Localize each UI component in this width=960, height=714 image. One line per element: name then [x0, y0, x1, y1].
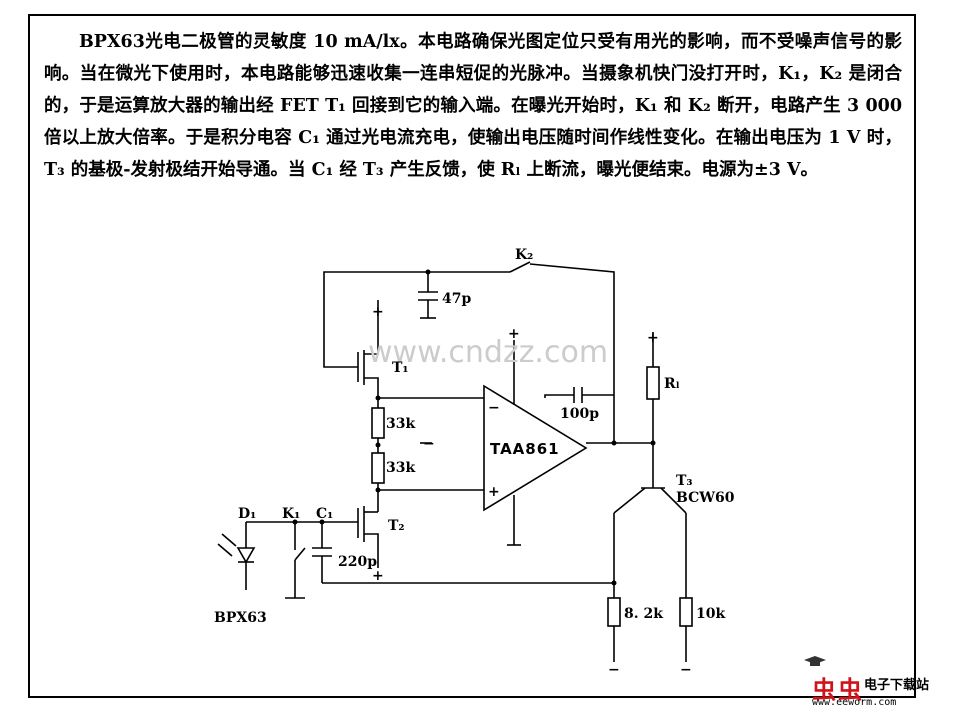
label-t1: T₁ — [392, 360, 409, 376]
graduation-cap-icon — [804, 656, 826, 666]
label-cap-47p: 47p — [442, 291, 471, 307]
description-paragraph: BPX63光电二极管的灵敏度 10 mA/lx。本电路确保光图定位只受有用光的影… — [44, 32, 902, 180]
label-r-8k2: 8. 2k — [624, 606, 663, 622]
amp-inverting-input: − — [488, 400, 500, 416]
label-r1: 33k — [386, 416, 415, 432]
label-t3-part: BCW60 — [676, 490, 735, 506]
supply-plus-amp: + — [508, 326, 520, 342]
label-cap-220p: 220p — [338, 554, 377, 570]
logo-url: www.eeworm.com — [812, 697, 897, 708]
label-c1: C₁ — [316, 506, 333, 522]
supply-plus-rl: + — [647, 330, 659, 346]
supply-minus-8k2: − — [608, 662, 620, 678]
label-r2: 33k — [386, 460, 415, 476]
logo-subtitle: 电子下载站 — [864, 678, 930, 693]
label-rl: Rₗ — [664, 376, 680, 392]
site-logo: 虫虫 电子下载站 www.eeworm.com — [804, 654, 954, 710]
label-k2: K₂ — [515, 247, 533, 263]
label-k1: K₁ — [282, 506, 300, 522]
amp-noninverting-input: + — [488, 484, 500, 500]
node-minus: − — [423, 436, 435, 452]
label-t3: T₃ — [676, 473, 693, 489]
label-r-10k: 10k — [696, 606, 725, 622]
label-amp: TAA861 — [490, 440, 560, 458]
figure-frame — [28, 14, 916, 698]
supply-plus-t1: + — [372, 304, 384, 320]
label-cap-100p: 100p — [560, 406, 599, 422]
label-t2: T₂ — [388, 518, 405, 534]
supply-minus-10k: − — [680, 662, 692, 678]
label-diode-part: BPX63 — [214, 610, 267, 626]
watermark-text: www.cndzz.com — [368, 335, 608, 370]
logo-chinese: 虫虫 — [812, 676, 864, 704]
label-d1: D₁ — [238, 506, 256, 522]
supply-plus-t2: + — [372, 568, 384, 584]
